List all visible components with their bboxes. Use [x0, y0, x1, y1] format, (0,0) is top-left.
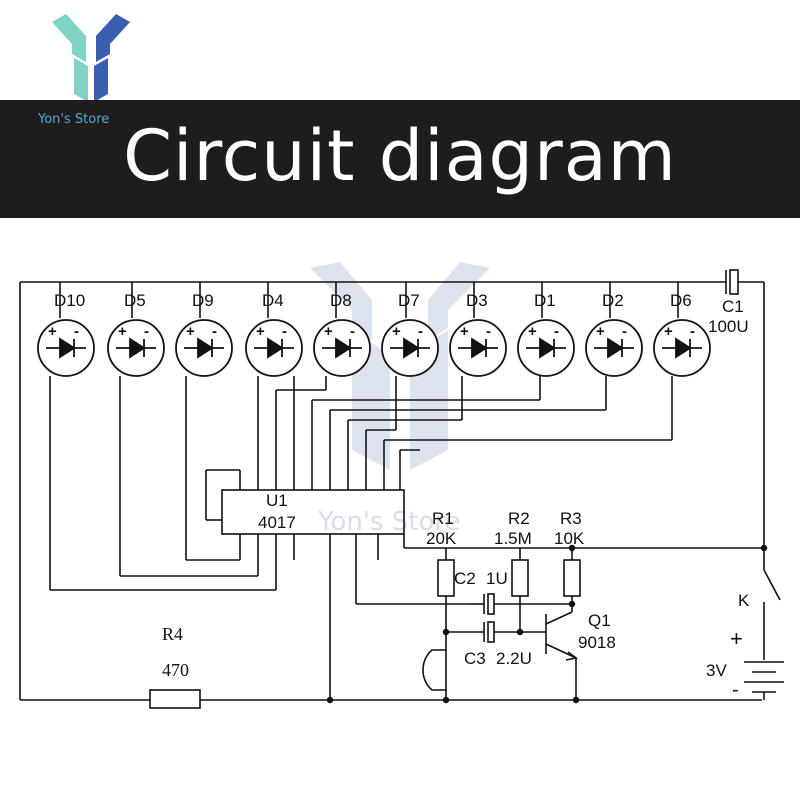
- c2-ref-label: C2: [454, 569, 476, 588]
- led-minus-label: -: [486, 323, 491, 340]
- r1-ref-label: R1: [432, 509, 454, 528]
- wires: [19, 269, 784, 709]
- led-d1: D1 +-: [517, 291, 575, 377]
- led-d7: D7 +-: [381, 291, 439, 377]
- r3-value-label: 10K: [554, 529, 585, 548]
- led-label: D3: [466, 291, 488, 310]
- diode-symbol-icon: [594, 337, 634, 359]
- led-plus-label: +: [324, 323, 333, 340]
- led-plus-label: +: [256, 323, 265, 340]
- c3-value-label: 2.2U: [496, 649, 532, 668]
- led-minus-label: -: [144, 323, 149, 340]
- q1-value-label: 9018: [578, 633, 616, 652]
- c3-ref-label: C3: [464, 649, 486, 668]
- led-d8: D8 +-: [313, 291, 371, 377]
- led-d3: D3 +-: [449, 291, 507, 377]
- store-name: Yon's Store: [38, 112, 110, 127]
- junctions: [326, 544, 768, 704]
- led-plus-label: +: [48, 323, 57, 340]
- led-d10: D10 +-: [37, 291, 95, 377]
- r2-value-label: 1.5M: [494, 529, 532, 548]
- led-label: D2: [602, 291, 624, 310]
- led-label: D7: [398, 291, 420, 310]
- c2-value-label: 1U: [486, 569, 508, 588]
- c1-ref-label: C1: [722, 297, 744, 316]
- led-plus-label: +: [186, 323, 195, 340]
- r3-ref-label: R3: [560, 509, 582, 528]
- diode-symbol-icon: [184, 337, 224, 359]
- page-title: Circuit diagram: [123, 115, 677, 197]
- led-minus-label: -: [282, 323, 287, 340]
- r2-ref-label: R2: [508, 509, 530, 528]
- led-minus-label: -: [74, 323, 79, 340]
- led-d9: D9 +-: [175, 291, 233, 377]
- led-label: D6: [670, 291, 692, 310]
- q1-ref-label: Q1: [588, 611, 611, 630]
- diode-symbol-icon: [322, 337, 362, 359]
- battery-plus-label: +: [730, 626, 743, 651]
- watermark-text: Yon's Store: [317, 507, 461, 537]
- diode-symbol-icon: [46, 337, 86, 359]
- diode-symbol-icon: [458, 337, 498, 359]
- led-plus-label: +: [528, 323, 537, 340]
- led-minus-label: -: [350, 323, 355, 340]
- led-d4: D4 +-: [245, 291, 303, 377]
- battery-voltage-label: 3V: [706, 661, 727, 680]
- switch-ref-label: K: [738, 591, 750, 610]
- store-logo-icon: [52, 14, 130, 102]
- led-minus-label: -: [212, 323, 217, 340]
- title-banner: Circuit diagram Yon's Store: [0, 100, 800, 218]
- led-minus-label: -: [690, 323, 695, 340]
- led-label: D4: [262, 291, 284, 310]
- diode-symbol-icon: [662, 337, 702, 359]
- led-label: D5: [124, 291, 146, 310]
- r4-ref-label: R4: [162, 624, 183, 644]
- led-label: D9: [192, 291, 214, 310]
- led-minus-label: -: [418, 323, 423, 340]
- diode-symbol-icon: [526, 337, 566, 359]
- c1-value-label: 100U: [708, 317, 749, 336]
- battery-minus-label: -: [732, 679, 739, 701]
- led-plus-label: +: [664, 323, 673, 340]
- led-plus-label: +: [460, 323, 469, 340]
- led-d2: D2 +-: [585, 291, 643, 377]
- diode-symbol-icon: [116, 337, 156, 359]
- ic-ref-label: U1: [266, 491, 288, 510]
- diode-symbol-icon: [390, 337, 430, 359]
- led-label: D10: [54, 291, 85, 310]
- led-label: D8: [330, 291, 352, 310]
- led-d5: D5 +-: [107, 291, 165, 377]
- led-minus-label: -: [554, 323, 559, 340]
- led-plus-label: +: [118, 323, 127, 340]
- led-minus-label: -: [622, 323, 627, 340]
- led-d6: D6 +-: [653, 291, 711, 377]
- r4-value-label: 470: [162, 660, 189, 680]
- ic-part-label: 4017: [258, 513, 296, 532]
- led-plus-label: +: [596, 323, 605, 340]
- led-label: D1: [534, 291, 556, 310]
- led-plus-label: +: [392, 323, 401, 340]
- diode-symbol-icon: [254, 337, 294, 359]
- r1-value-label: 20K: [426, 529, 457, 548]
- led-row: D10+-D5+-D9+-D4+-D8+-D7+-D3+-D1+-D2+-D6+…: [37, 291, 711, 377]
